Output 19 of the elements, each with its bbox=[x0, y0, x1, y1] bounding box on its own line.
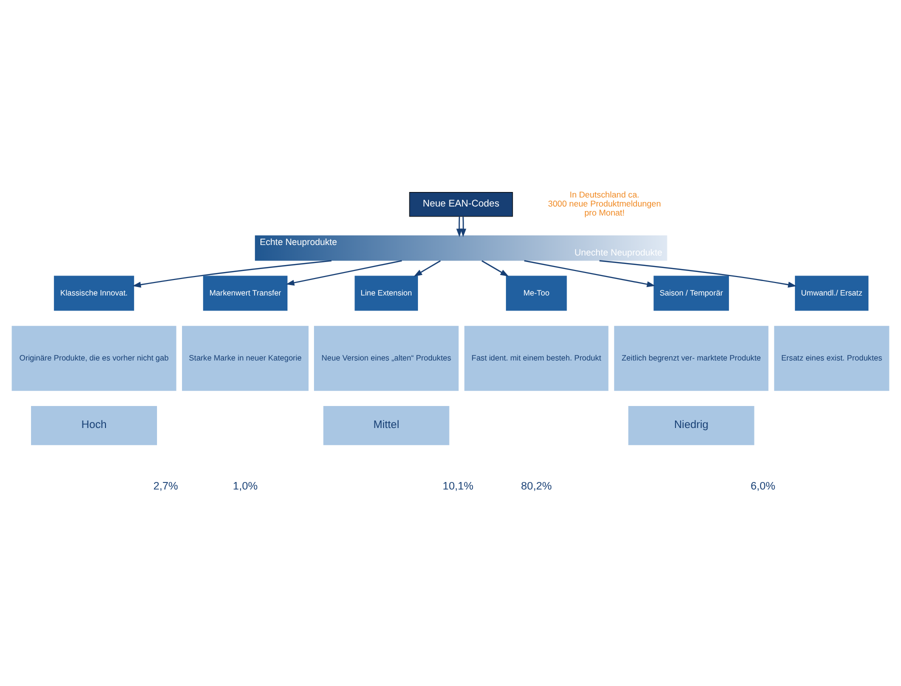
arrow bbox=[482, 260, 509, 277]
arrow bbox=[132, 260, 332, 288]
arrow bbox=[460, 216, 466, 238]
node-box: Hoch bbox=[31, 406, 157, 446]
label: 2,7% bbox=[153, 480, 178, 492]
label: 6,0% bbox=[750, 480, 776, 492]
node-box: Neue EAN-Codes bbox=[409, 192, 513, 217]
label: 80,2% bbox=[521, 480, 552, 492]
node-box: Echte Neuprodukte Unechte Neuprodukte bbox=[254, 235, 668, 261]
arrow bbox=[524, 260, 656, 288]
arrow bbox=[456, 216, 462, 238]
node-box: Mittel bbox=[323, 406, 450, 446]
arrow bbox=[286, 260, 402, 286]
label: 1,0% bbox=[232, 480, 258, 492]
label: In Deutschland ca. 3000 neue Produktmeldungen pro Monat! bbox=[548, 190, 661, 218]
arrow bbox=[599, 260, 797, 288]
node-box: Niedrig bbox=[628, 406, 754, 446]
label: 10,1% bbox=[442, 480, 474, 492]
arrow bbox=[414, 260, 441, 277]
